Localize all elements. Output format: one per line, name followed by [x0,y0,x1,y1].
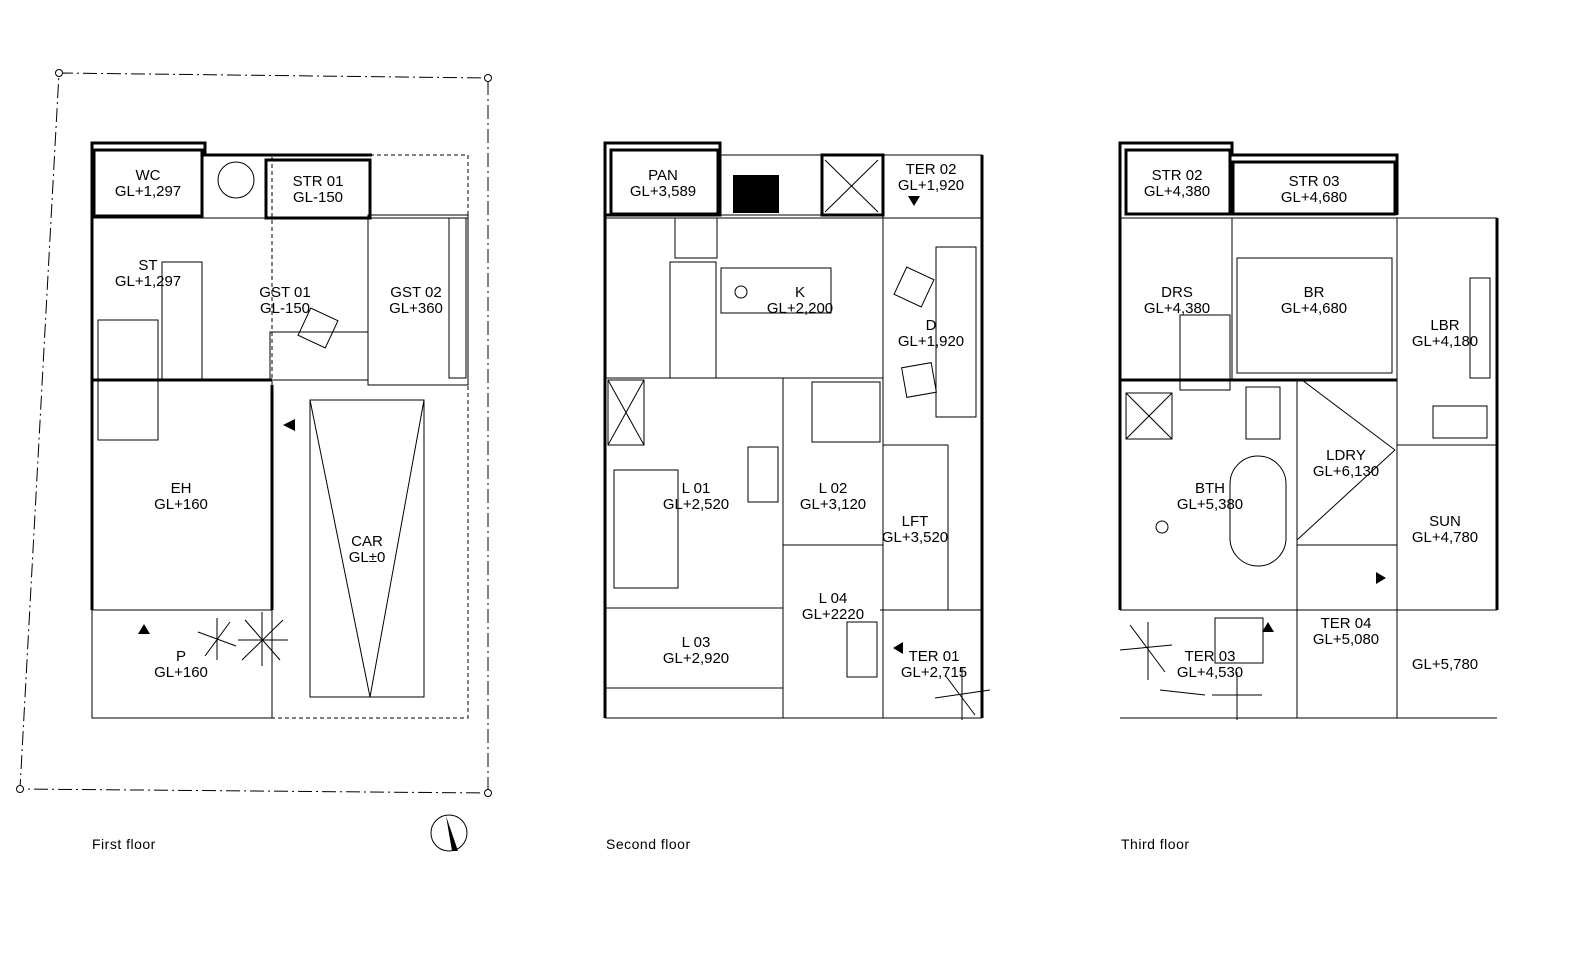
room-name: EH [171,480,192,497]
first-floor-plan [16,69,492,852]
room-name: D [926,317,937,334]
room-name: P [176,648,186,665]
first-floor-labels: WC GL+1,297 STR 01 GL-150 ST GL+1,297 GS… [92,167,443,852]
room-name: TER 01 [909,648,960,665]
room-level: GL-150 [260,300,310,317]
room-name: GST 02 [390,284,441,301]
room-name: GST 01 [259,284,310,301]
room-name: LFT [902,513,929,530]
room-level: GL+1,920 [898,177,964,194]
room-level: GL+4,180 [1412,333,1478,350]
room-level: GL+4,530 [1177,664,1243,681]
room-level: GL±0 [349,549,386,566]
room-level: GL+1,297 [115,183,181,200]
room-level: GL+5,780 [1412,656,1478,673]
room-level: GL+4,680 [1281,189,1347,206]
room-level: GL+6,130 [1313,463,1379,480]
room-name: L 03 [682,634,711,651]
room-level: GL+3,520 [882,529,948,546]
room-name: TER 04 [1321,615,1372,632]
room-level: GL+4,380 [1144,183,1210,200]
room-level: GL+2,715 [901,664,967,681]
room-level: GL+2220 [802,606,864,623]
room-level: GL+4,380 [1144,300,1210,317]
room-name: L 01 [682,480,711,497]
floor-caption: Second floor [606,836,691,852]
room-level: GL-150 [293,189,343,206]
room-level: GL+2,920 [663,650,729,667]
room-name: STR 02 [1152,167,1203,184]
room-level: GL+1,297 [115,273,181,290]
room-name: LBR [1430,317,1459,334]
floor-caption: Third floor [1121,836,1190,852]
room-name: STR 03 [1289,173,1340,190]
north-arrow-icon [430,814,468,852]
room-level: GL+4,680 [1281,300,1347,317]
room-name: L 04 [819,590,848,607]
room-level: GL+4,780 [1412,529,1478,546]
second-floor-plan [603,141,991,720]
room-name: STR 01 [293,173,344,190]
site-boundary [19,72,489,794]
room-level: GL+160 [154,664,208,681]
room-level: GL+3,589 [630,183,696,200]
third-floor-labels: STR 02 GL+4,380 STR 03 GL+4,680 DRS GL+4… [1121,167,1478,852]
room-name: LDRY [1326,447,1366,464]
room-name: SUN [1429,513,1461,530]
room-level: GL+1,920 [898,333,964,350]
room-name: BTH [1195,480,1225,497]
room-name: WC [136,167,161,184]
room-level: GL+360 [389,300,443,317]
room-level: GL+2,200 [767,300,833,317]
room-name: BR [1304,284,1325,301]
room-level: GL+2,520 [663,496,729,513]
room-name: PAN [648,167,678,184]
room-name: TER 03 [1185,648,1236,665]
room-name: L 02 [819,480,848,497]
room-level: GL+5,380 [1177,496,1243,513]
floor-caption: First floor [92,836,156,852]
room-name: K [795,284,805,301]
room-level: GL+160 [154,496,208,513]
third-floor-plan [1118,141,1499,720]
room-name: DRS [1161,284,1193,301]
second-floor-labels: PAN GL+3,589 TER 02 GL+1,920 K GL+2,200 … [606,161,967,852]
room-name: ST [138,257,157,274]
room-level: GL+3,120 [800,496,866,513]
room-name: TER 02 [906,161,957,178]
room-level: GL+5,080 [1313,631,1379,648]
room-name: CAR [351,533,383,550]
